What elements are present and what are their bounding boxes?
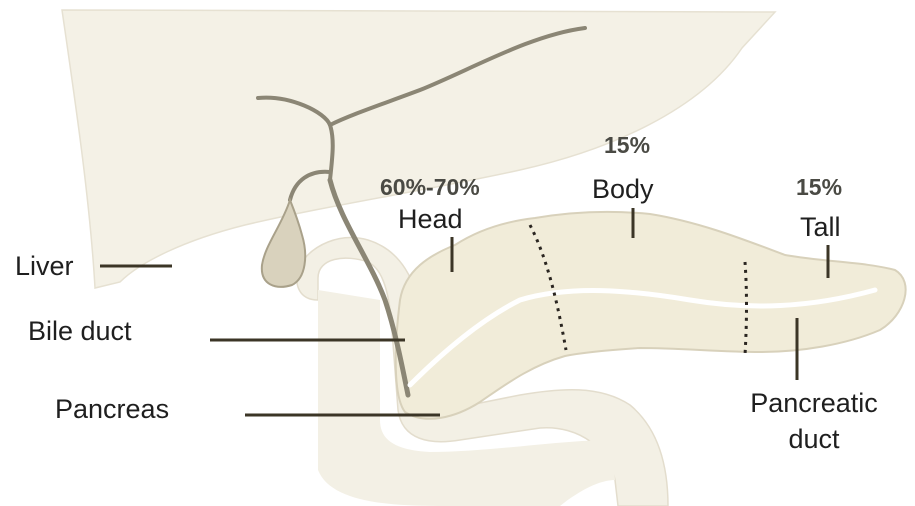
label-pancreatic-duct-line1: Pancreatic [736,388,892,418]
label-body: Body [592,174,654,204]
percentage-tail: 15% [796,174,842,200]
label-bile-duct: Bile duct [28,316,132,346]
label-head: Head [398,204,463,234]
percentage-body: 15% [604,132,650,158]
label-liver: Liver [15,251,74,281]
label-pancreatic-duct-line2: duct [736,424,892,454]
percentage-head: 60%-70% [380,174,480,200]
label-pancreas: Pancreas [55,394,169,424]
label-tail: Tall [800,212,841,242]
